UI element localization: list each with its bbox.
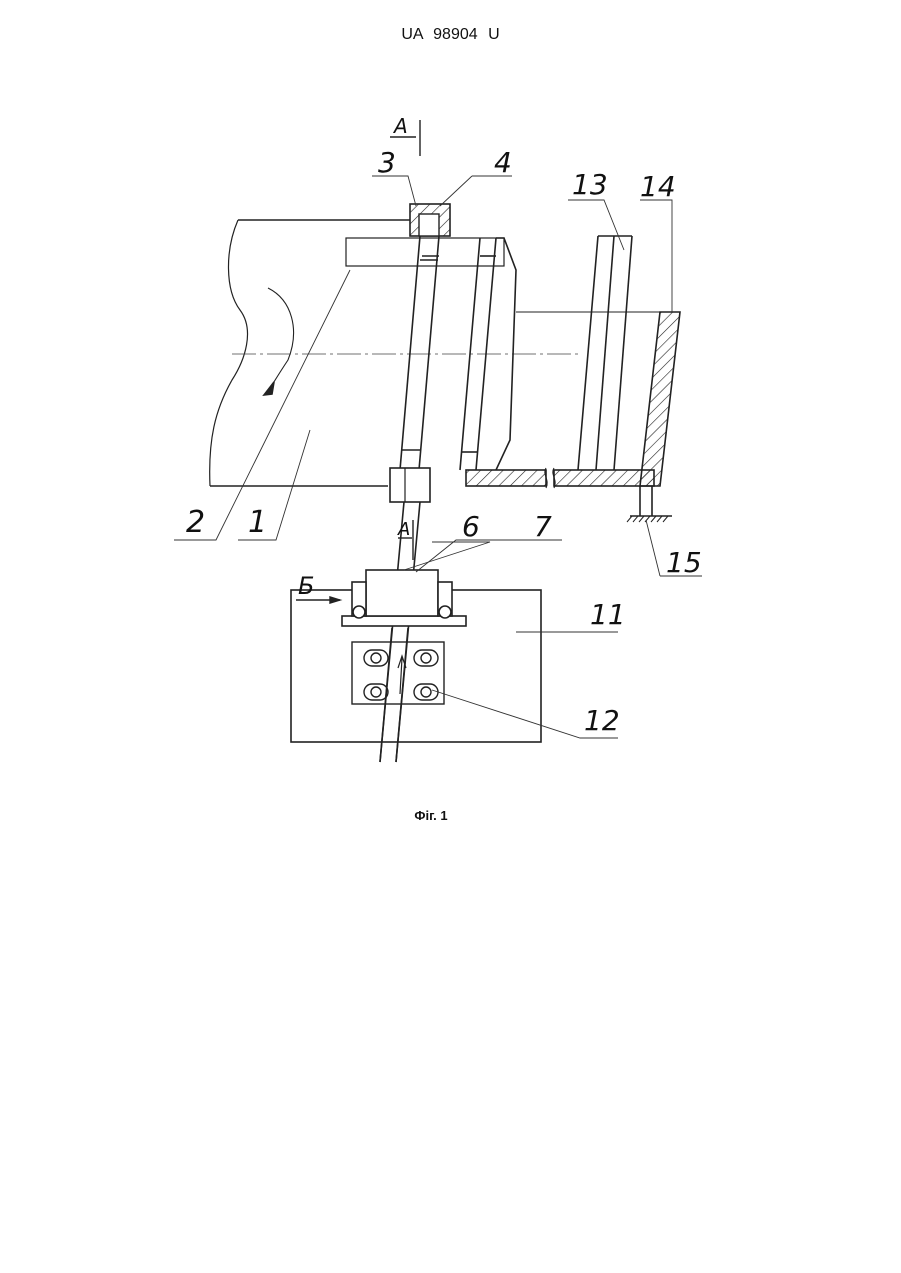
support-leg xyxy=(627,486,672,522)
callout-2: 2 xyxy=(186,505,205,540)
hatched-wall xyxy=(516,312,680,486)
base-beam xyxy=(466,468,654,488)
inclined-shaft xyxy=(400,236,439,470)
shaft-collar xyxy=(390,468,430,502)
carriage-block xyxy=(342,570,466,626)
callout-12: 12 xyxy=(584,704,620,737)
label-section-a-mid: A xyxy=(397,519,410,540)
drum-body xyxy=(210,220,410,486)
vertical-frame xyxy=(578,236,632,470)
callout-15: 15 xyxy=(666,546,702,579)
callout-7: 7 xyxy=(534,510,552,543)
label-section-b: Б xyxy=(298,572,314,600)
callout-13: 13 xyxy=(572,168,608,201)
callout-6: 6 xyxy=(462,510,480,543)
figure-caption: Фіг. 1 xyxy=(0,808,862,823)
callout-3: 3 xyxy=(378,146,396,179)
callout-4: 4 xyxy=(494,146,512,179)
callout-14: 14 xyxy=(640,170,676,203)
top-bracket xyxy=(410,204,450,236)
callout-11: 11 xyxy=(590,598,626,631)
callout-1: 1 xyxy=(248,505,267,540)
label-section-a-top: A xyxy=(392,114,408,138)
mounting-plate xyxy=(352,642,444,704)
